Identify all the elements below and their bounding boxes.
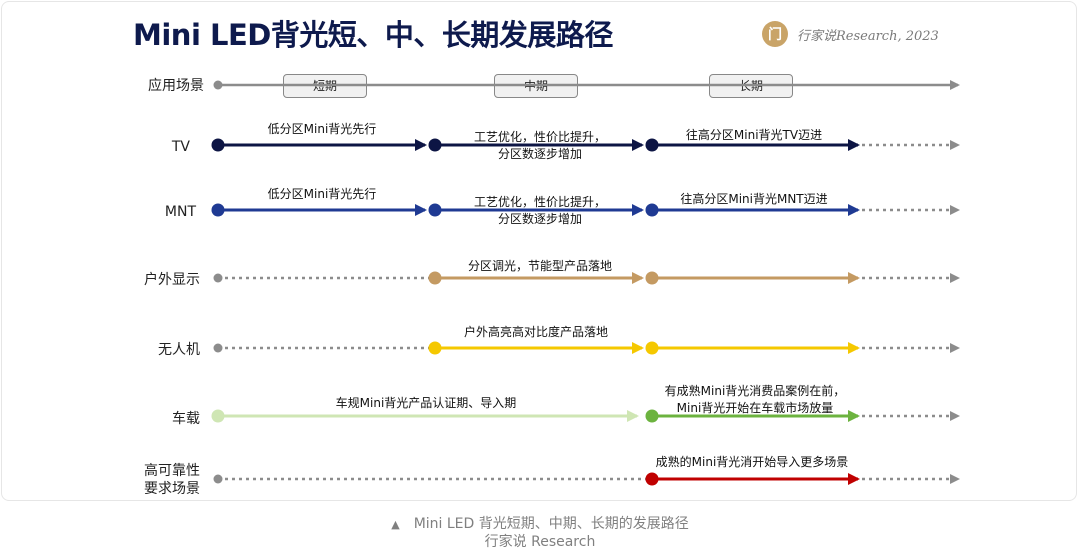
brand-text: 行家说Research, 2023 (797, 28, 939, 44)
triangle-up-icon: ▲ (391, 518, 400, 531)
row-label-tv: TV (171, 139, 190, 155)
vehicle-path (211, 409, 960, 423)
caption-line-2: 行家说 Research (484, 534, 596, 550)
row-label-drone: 无人机 (158, 342, 200, 358)
tv-path (211, 138, 960, 152)
high-reliability-long-annotation: 成熟的Mini背光消开始导入更多场景 (655, 455, 849, 469)
row-label-outdoor: 户外显示 (144, 272, 200, 288)
brand-logo-icon: 门 (762, 21, 788, 47)
caption-line-1: ▲ Mini LED 背光短期、中期、长期的发展路径 (0, 515, 1080, 534)
mnt-mid-annotation: 工艺优化，性价比提升， 分区数逐步增加 (473, 195, 607, 226)
high-reliability-path (213, 472, 960, 486)
mnt-long-annotation: 往高分区Mini背光MNT迈进 (680, 192, 828, 206)
tv-mid-annotation: 工艺优化，性价比提升， 分区数逐步增加 (473, 130, 607, 161)
timeline-label: 应用场景 (148, 78, 204, 94)
outdoor-path (213, 271, 960, 285)
outdoor-mid-annotation: 分区调光，节能型产品落地 (467, 259, 613, 273)
vehicle-long-annotation: 有成熟Mini背光消费品案例在前， Mini背光开始在车载市场放量 (664, 384, 846, 415)
mnt-short-annotation: 低分区Mini背光先行 (267, 187, 377, 201)
vehicle-short-annotation: 车规Mini背光产品认证期、导入期 (335, 396, 517, 410)
row-label-high-reliability: 高可靠性 要求场景 (144, 463, 200, 497)
drone-path (213, 341, 960, 355)
brand: 门 行家说Research, 2023 (762, 20, 939, 48)
drone-mid-annotation: 户外高亮高对比度产品落地 (463, 325, 609, 339)
row-label-mnt: MNT (164, 204, 196, 220)
row-label-vehicle: 车载 (172, 411, 200, 427)
tv-long-annotation: 往高分区Mini背光TV迈进 (685, 128, 823, 142)
tv-short-annotation: 低分区Mini背光先行 (267, 122, 377, 136)
mnt-path (211, 203, 960, 217)
timeline-axis (213, 80, 960, 90)
diagram-title: Mini LED背光短、中、长期发展路径 (133, 18, 613, 52)
caption-text: Mini LED 背光短期、中期、长期的发展路径 (413, 516, 689, 532)
